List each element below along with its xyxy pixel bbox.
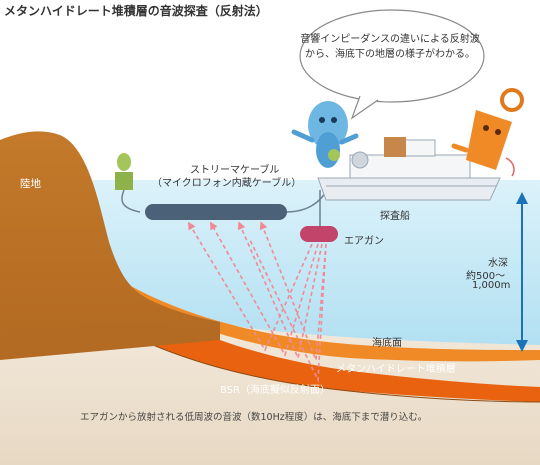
air-gun xyxy=(300,226,338,242)
diagram-caption: エアガンから放射される低周波の音波（数10Hz程度）は、海底下まで潜り込む。 xyxy=(80,412,428,423)
seabed-label: 海底面 xyxy=(372,338,402,349)
survey-ship-icon xyxy=(317,137,501,201)
streamer-cable xyxy=(145,204,287,220)
methane-hydrate-layer-label: メタンハイドレート堆積層 xyxy=(336,364,456,375)
sound-wave-paths xyxy=(187,221,327,384)
buoy-icon xyxy=(117,153,131,171)
speech-bubble-text: 音響インピーダンスの違いによる反射波から、海底下の地層の様子がわかる。 xyxy=(300,34,480,60)
depth-label-line3: 1,000m xyxy=(472,280,511,291)
buoy-base xyxy=(115,172,133,190)
orange-mascot-character xyxy=(451,88,524,177)
bsr-line xyxy=(119,329,540,403)
bsr-label: BSR（海底擬似反射面） xyxy=(220,385,330,396)
land-base xyxy=(0,321,220,360)
streamer-cable-label: ストリーマケーブル xyxy=(190,165,280,176)
diagram-title: メタンハイドレート堆積層の音波探査（反射法） xyxy=(4,4,268,18)
depth-label-line2: 約500～ xyxy=(466,271,506,282)
streamer-cable-sublabel: （マイクロフォン内蔵ケーブル） xyxy=(152,178,302,189)
land-mass xyxy=(0,131,220,340)
methane-hydrate-layer xyxy=(120,292,540,402)
buoy-tether xyxy=(121,189,141,213)
land-label: 陸地 xyxy=(20,178,41,190)
speech-bubble xyxy=(299,9,485,103)
air-gun-label: エアガン xyxy=(344,236,384,247)
blue-mascot-character xyxy=(291,101,359,168)
speech-bubble-tail xyxy=(350,95,379,120)
depth-label-line1: 水深 xyxy=(488,258,508,269)
survey-ship-label: 探査船 xyxy=(380,211,410,222)
